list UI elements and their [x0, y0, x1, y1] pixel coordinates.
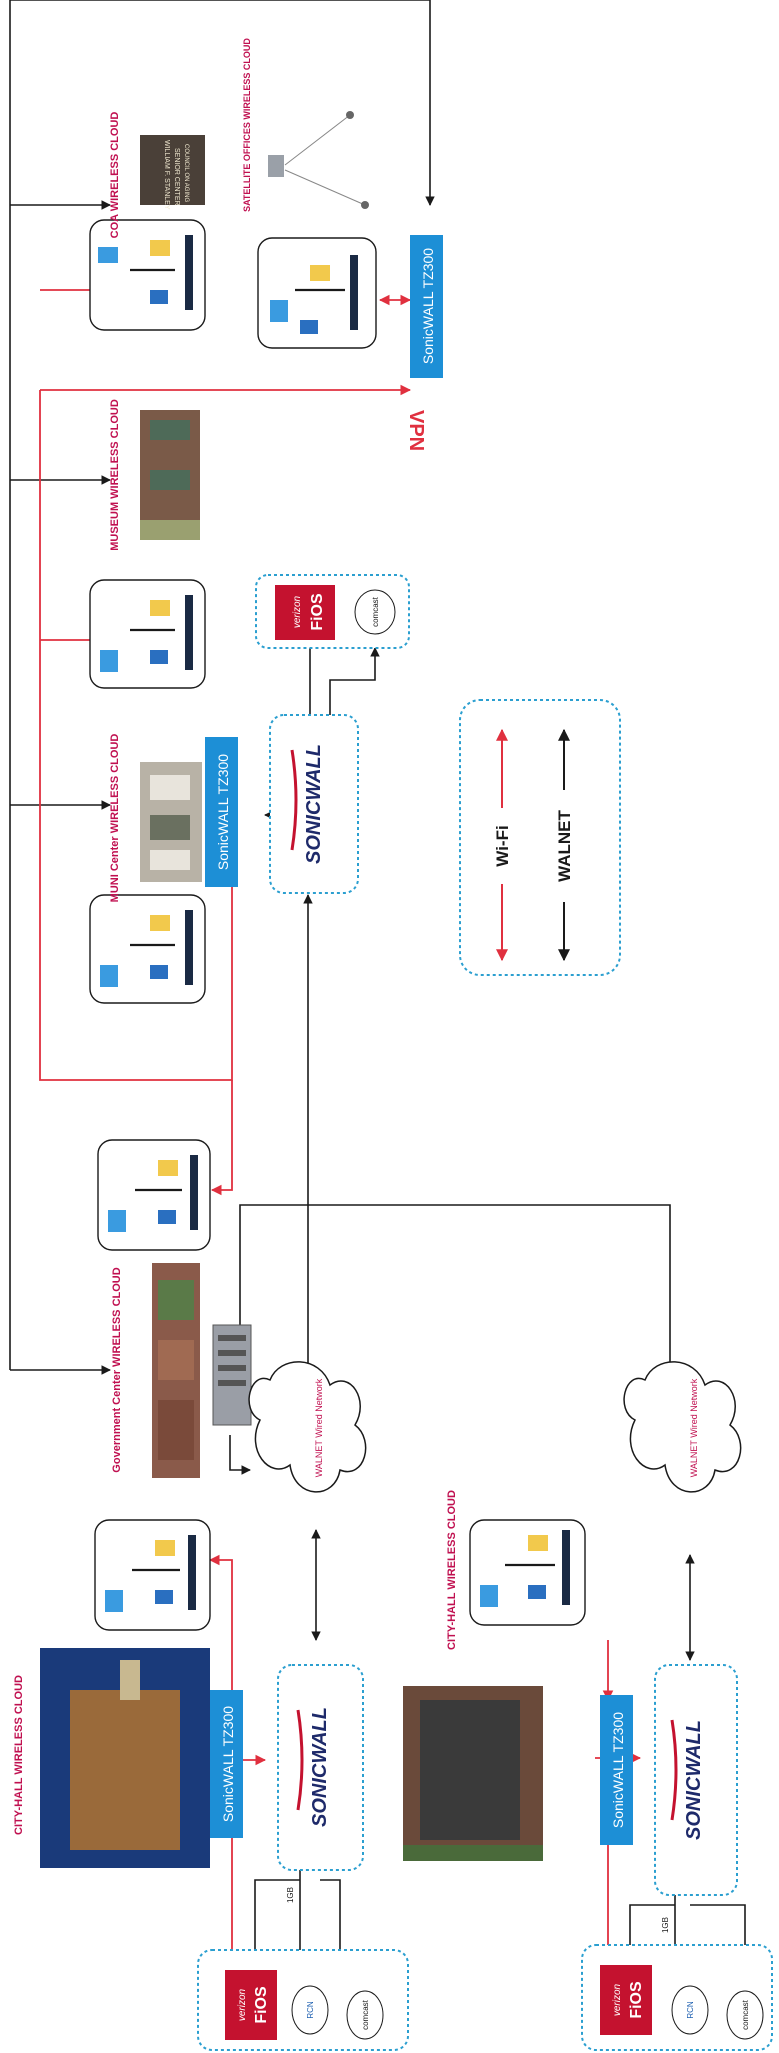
title-government-center: Government Center WIRELESS CLOUD: [111, 1267, 123, 1472]
cloud-titles: COA WIRELESS CLOUD SATELLITE OFFICES WIR…: [13, 38, 458, 1835]
svg-text:WALNET Wired Network: WALNET Wired Network: [689, 1378, 699, 1477]
svg-text:SENIOR CENTER: SENIOR CENTER: [173, 148, 180, 206]
server-rack-icon: [212, 1324, 252, 1426]
title-muni: MUNI Center WIRELESS CLOUD: [109, 734, 121, 903]
svg-text:comcast: comcast: [361, 1999, 370, 2030]
ap-box-muni: [89, 894, 206, 1004]
vpn-label: VPN: [405, 410, 427, 451]
svg-text:FiOS: FiOS: [253, 1986, 270, 2024]
svg-text:comcast: comcast: [741, 1999, 750, 2030]
svg-text:1GB: 1GB: [286, 1887, 295, 1903]
svg-text:RCN: RCN: [306, 2001, 315, 2019]
sonicwall-appliance-city-hall-1: SONICWALL: [277, 1664, 364, 1871]
svg-text:verizon: verizon: [612, 1983, 623, 2016]
photo-city-hall: [40, 1648, 210, 1868]
tz300-muni: SonicWALL TZ300: [205, 737, 238, 887]
svg-text:FiOS: FiOS: [628, 1981, 645, 2019]
legend-wifi-label: Wi-Fi: [493, 825, 512, 866]
ap-box-coa: [89, 219, 206, 331]
photo-museum: [140, 410, 200, 540]
svg-text:1GB: 1GB: [661, 1917, 670, 1933]
svg-text:SonicWALL TZ300: SonicWALL TZ300: [215, 754, 231, 870]
photo-government-center: [152, 1263, 200, 1478]
svg-text:WALNET Wired Network: WALNET Wired Network: [314, 1378, 324, 1477]
ap-box-satellite: [257, 237, 377, 349]
svg-text:verizon: verizon: [292, 595, 303, 628]
svg-text:WILLIAM F. STANLEY: WILLIAM F. STANLEY: [163, 140, 170, 210]
photo-coa-sign: WILLIAM F. STANLEY SENIOR CENTER COUNCIL…: [140, 135, 205, 210]
sonicwall-appliance-city-hall-2: SONICWALL: [654, 1664, 738, 1896]
isp-group-city-hall-2: verizon FiOS RCN comcast 1GB: [581, 1917, 773, 2051]
svg-text:FiOS: FiOS: [309, 593, 326, 631]
legend-walnet-label: WALNET: [555, 810, 574, 882]
satellite-icon: [268, 111, 369, 209]
sonicwall-appliance-muni: SONICWALL: [269, 714, 359, 894]
svg-text:COUNCIL ON AGING: COUNCIL ON AGING: [183, 144, 189, 202]
walnet-cloud-2: WALNET Wired Network: [623, 1361, 742, 1493]
ap-box-gov: [97, 1139, 211, 1251]
ap-box-city-hall-1: [94, 1519, 211, 1631]
tz300-city-hall-2: SonicWALL TZ300: [600, 1695, 633, 1845]
svg-text:SonicWALL TZ300: SonicWALL TZ300: [220, 1706, 236, 1822]
title-city-hall-1: CITY-HALL WIRELESS CLOUD: [13, 1675, 25, 1835]
svg-text:SONICWALL: SONICWALL: [683, 1720, 705, 1840]
tz300-satellite: SonicWALL TZ300: [410, 235, 443, 378]
svg-text:SONICWALL: SONICWALL: [303, 744, 325, 864]
svg-text:comcast: comcast: [371, 596, 380, 627]
svg-text:SonicWALL TZ300: SonicWALL TZ300: [420, 248, 436, 364]
title-coa: COA WIRELESS CLOUD: [109, 112, 121, 239]
photo-muni-center: [140, 762, 202, 882]
svg-text:verizon: verizon: [237, 1988, 248, 2021]
legend: Wi-Fi WALNET: [459, 699, 621, 976]
isp-group-muni: verizon FiOS comcast: [255, 574, 410, 649]
tz300-city-hall-1: SonicWALL TZ300: [210, 1690, 243, 1838]
ap-box-museum: [89, 579, 206, 689]
title-city-hall-2: CITY-HALL WIRELESS CLOUD: [446, 1490, 458, 1650]
ap-box-city-hall-2: [469, 1519, 586, 1626]
svg-text:RCN: RCN: [686, 2001, 695, 2019]
title-satellite: SATELLITE OFFICES WIRELESS CLOUD: [242, 38, 252, 212]
svg-text:SONICWALL: SONICWALL: [309, 1707, 331, 1827]
isp-group-city-hall-1: verizon FiOS RCN comcast 1GB: [197, 1887, 409, 2051]
title-museum: MUSEUM WIRELESS CLOUD: [109, 399, 121, 551]
svg-text:SonicWALL TZ300: SonicWALL TZ300: [610, 1712, 626, 1828]
walnet-cloud-1: WALNET Wired Network: [248, 1361, 367, 1493]
photo-waltham-community-center: [403, 1686, 543, 1861]
